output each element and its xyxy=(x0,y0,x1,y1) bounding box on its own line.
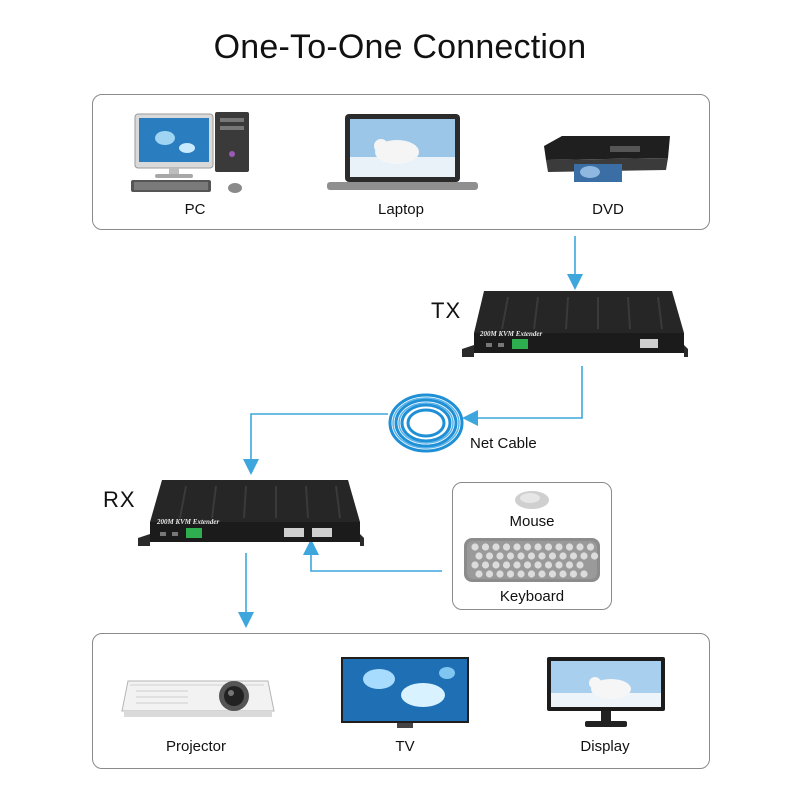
display-label-display: Display xyxy=(580,738,630,755)
keyboard-key xyxy=(475,570,483,578)
source-label-dvd: DVD xyxy=(592,201,624,218)
keyboard-key xyxy=(569,570,578,578)
cable-label: Net Cable xyxy=(470,435,537,452)
mouse-icon xyxy=(515,491,549,509)
keyboard-key xyxy=(496,570,504,578)
keyboard-key xyxy=(481,543,490,551)
keyboard-key xyxy=(555,561,563,569)
projector-icon xyxy=(121,680,275,717)
keyboard-key xyxy=(548,570,557,578)
peripheral-label-mouse: Mouse xyxy=(509,513,555,530)
keyboard-key xyxy=(471,561,479,569)
keyboard-key xyxy=(590,552,599,560)
keyboard-key xyxy=(559,570,567,578)
keyboard-key xyxy=(481,561,490,569)
keyboard-key xyxy=(544,543,553,551)
keyboard-key xyxy=(485,570,494,578)
peripheral-label-keyboard: Keyboard xyxy=(499,588,565,605)
source-label-pc: PC xyxy=(184,201,206,218)
keyboard-key xyxy=(580,570,588,578)
rx-label: RX xyxy=(103,487,136,512)
keyboard-key xyxy=(538,552,546,560)
keyboard-key xyxy=(506,552,515,560)
keyboard-key xyxy=(475,552,483,560)
keyboard-key xyxy=(513,561,521,569)
arrow-tx-to-cable xyxy=(462,366,583,426)
network-cable-coil-icon xyxy=(388,393,464,453)
rx-extender-device xyxy=(138,480,364,546)
keyboard-key xyxy=(548,552,557,560)
keyboard-key xyxy=(496,552,504,560)
keyboard-key xyxy=(471,543,479,551)
tx-label: TX xyxy=(431,298,462,323)
tx-extender-device xyxy=(462,291,688,357)
keyboard-key xyxy=(492,561,500,569)
keyboard-key xyxy=(517,552,525,560)
keyboard-key xyxy=(580,552,588,560)
arrow-peripherals-to-rx xyxy=(303,539,442,572)
keyboard-key xyxy=(492,543,500,551)
keyboard-key xyxy=(502,543,511,551)
page-title: One-To-One Connection xyxy=(213,28,587,66)
keyboard-key xyxy=(527,552,536,560)
rx-device-text: 200M KVM Extender xyxy=(157,518,220,526)
keyboard-key xyxy=(513,543,521,551)
desktop-pc-icon xyxy=(131,112,249,193)
keyboard-key xyxy=(523,543,532,551)
keyboard-key xyxy=(527,570,536,578)
arrow-cable-to-rx xyxy=(243,413,388,475)
keyboard-key xyxy=(485,552,494,560)
keyboard-key xyxy=(559,552,567,560)
keyboard-key xyxy=(502,561,511,569)
keyboard-key xyxy=(534,543,542,551)
laptop-icon xyxy=(327,114,478,190)
keyboard-key xyxy=(569,552,578,560)
tx-device-text: 200M KVM Extender xyxy=(480,330,543,338)
keyboard-key xyxy=(534,561,542,569)
dvd-player-icon xyxy=(544,136,670,182)
keyboard-icon xyxy=(464,538,600,582)
monitor-icon xyxy=(547,657,665,727)
keyboard-key xyxy=(576,561,584,569)
keyboard-key xyxy=(517,570,525,578)
keyboard-key xyxy=(538,570,546,578)
keyboard-key xyxy=(565,561,574,569)
keyboard-key xyxy=(555,543,563,551)
keyboard-key xyxy=(576,543,584,551)
source-label-laptop: Laptop xyxy=(378,201,424,218)
keyboard-key xyxy=(523,561,532,569)
keyboard-key xyxy=(506,570,515,578)
keyboard-key xyxy=(565,543,574,551)
display-label-projector: Projector xyxy=(165,738,227,755)
tv-icon xyxy=(341,657,469,728)
keyboard-key xyxy=(544,561,553,569)
keyboard-key xyxy=(586,543,595,551)
display-label-tv: TV xyxy=(395,738,415,755)
